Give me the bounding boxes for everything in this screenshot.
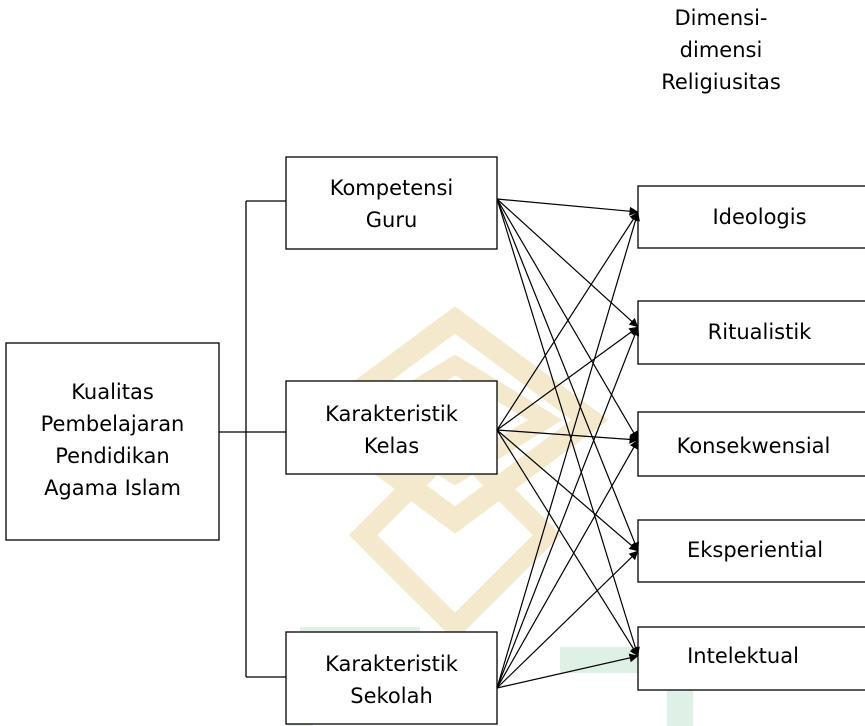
dimension-text: Eksperiential [686, 538, 824, 562]
main-box-label: Kualitas Pembelajaran Pendidikan Agama I… [6, 376, 219, 504]
bracket-connector [219, 200, 286, 678]
arrow-factor1-to-dimension3 [496, 198, 639, 441]
arrow-factor2-to-dimension2 [496, 326, 639, 431]
factor-label-kompetensi-guru: Kompetensi Guru [286, 172, 497, 236]
arrow-factor1-to-dimension4 [496, 198, 639, 552]
factor-box-karakteristik-kelas [285, 380, 498, 475]
heading-line: Dimensi- [674, 6, 768, 30]
main-box-line: Pendidikan [55, 444, 170, 468]
heading-line: Religiusitas [661, 70, 781, 94]
arrow-factor2-to-dimension3 [496, 429, 639, 444]
arrow-factor1-to-dimension2 [496, 198, 639, 328]
dimension-text: Intelektual [687, 644, 799, 668]
dimension-label-intelektual: Intelektual [638, 640, 848, 672]
arrow-factor3-to-dimension2 [496, 326, 640, 689]
factor-label-karakteristik-sekolah: Karakteristik Sekolah [286, 648, 497, 712]
dimension-label-konsekwensial: Konsekwensial [638, 430, 865, 462]
arrow-factor2-to-dimension1 [496, 211, 639, 431]
main-box-line: Pembelajaran [40, 412, 185, 436]
dimension-text: Ideologis [712, 205, 807, 229]
main-box-line: Agama Islam [44, 476, 181, 500]
factor-line: Sekolah [350, 684, 433, 708]
arrow-factor3-to-dimension1 [496, 211, 640, 689]
dimension-text: Konsekwensial [676, 434, 831, 458]
factor-line: Kompetensi [329, 176, 454, 200]
dimension-box-ritualistik [637, 300, 865, 365]
arrow-factor3-to-dimension4 [496, 550, 639, 689]
factor-line: Karakteristik [325, 652, 458, 676]
dimension-label-eksperiential: Eksperiential [650, 534, 860, 566]
heading-line: dimensi [679, 38, 763, 62]
dimension-box-intelektual [637, 626, 865, 691]
main-box-line: Kualitas [71, 380, 154, 404]
factor-line: Guru [365, 208, 418, 232]
factor-line: Karakteristik [325, 402, 458, 426]
main-box [5, 342, 220, 541]
dimension-box-ideologis [637, 185, 865, 249]
factor-box-kompetensi-guru [285, 156, 498, 250]
factor-line: Kelas [363, 434, 420, 458]
arrow-factor2-to-dimension4 [496, 429, 639, 552]
factor-label-karakteristik-kelas: Karakteristik Kelas [286, 398, 497, 462]
dimension-label-ritualistik: Ritualistik [650, 316, 865, 348]
dimension-label-ideologis: Ideologis [650, 201, 865, 233]
dimensions-heading: Dimensi- dimensi Religiusitas [636, 2, 806, 98]
dimension-text: Ritualistik [707, 320, 812, 344]
factor-box-karakteristik-sekolah [285, 631, 498, 725]
arrow-group [496, 198, 640, 689]
arrow-factor3-to-dimension5 [496, 653, 639, 689]
arrow-factor2-to-dimension5 [496, 429, 639, 657]
arrow-factor1-to-dimension5 [496, 198, 640, 657]
arrow-factor3-to-dimension3 [496, 439, 639, 689]
arrow-factor1-to-dimension1 [496, 198, 639, 216]
